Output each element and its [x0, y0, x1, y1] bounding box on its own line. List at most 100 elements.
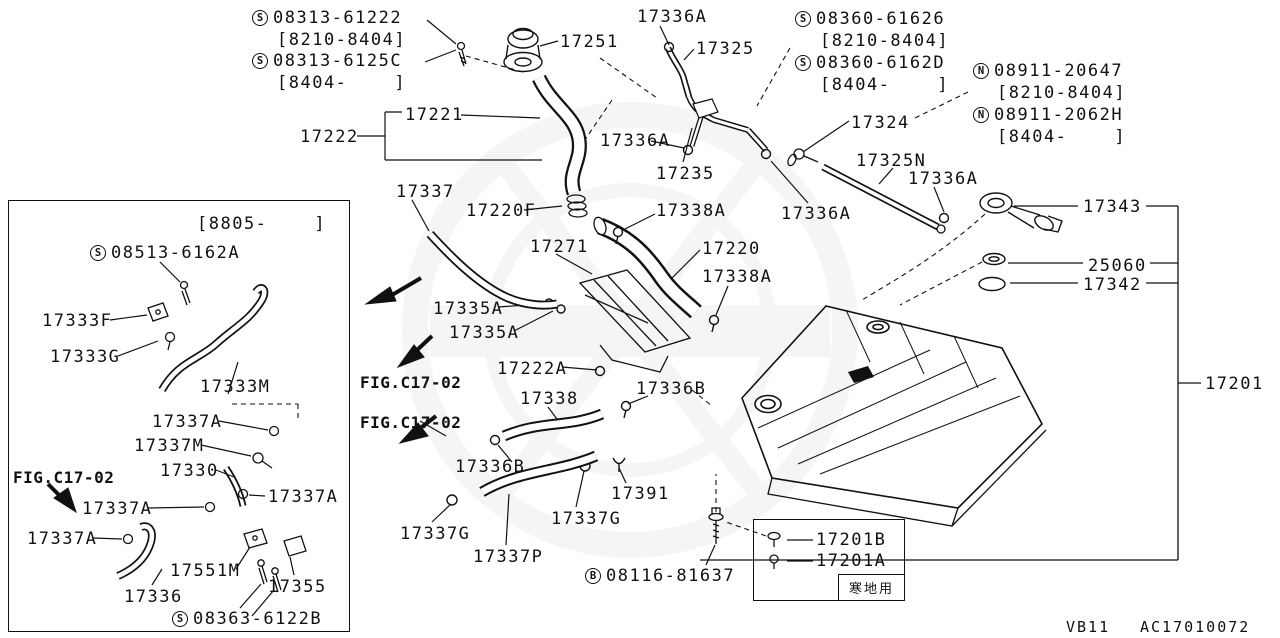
construction-lines	[232, 47, 986, 537]
label-17337a: 17337A	[82, 499, 153, 519]
inset-header: [8805- ]	[197, 214, 327, 234]
cold-climate-box	[753, 519, 905, 601]
label-17336b: 17336B	[636, 379, 707, 399]
label-17330: 17330	[160, 461, 219, 481]
label-17325: 17325	[696, 39, 755, 59]
cold-climate-label: 寒地用	[848, 582, 894, 597]
label-17221: 17221	[405, 105, 464, 125]
label-date-range: [8210-8404]	[820, 31, 950, 51]
label-17336a: 17336A	[600, 131, 671, 151]
label-17337g: 17337G	[400, 524, 471, 544]
coupling-17220F	[566, 194, 588, 218]
label-text: 08513-6162A	[111, 243, 241, 263]
circled-s-icon: S	[252, 53, 268, 69]
circled-n-icon: N	[973, 107, 989, 123]
hose-17337P	[479, 450, 599, 497]
label-n-08911-20647: N 08911-20647	[973, 62, 1123, 81]
label-17337g: 17337G	[551, 509, 622, 529]
label-17201a: 17201A	[816, 551, 887, 571]
circled-n-icon: N	[973, 63, 989, 79]
clamps-17336A	[663, 41, 950, 224]
label-25060: 25060	[1088, 256, 1147, 276]
circled-s-icon: S	[795, 11, 811, 27]
fig-reference: FIG.C17-02	[13, 468, 115, 487]
filler-hose-17222	[532, 74, 587, 196]
label-17325n: 17325N	[856, 151, 927, 171]
label-date-range: [8404- ]	[997, 127, 1127, 147]
label-text: 08360-6162D	[816, 53, 946, 73]
label-17220f: 17220F	[466, 201, 537, 221]
label-date-range: [8404- ]	[820, 75, 950, 95]
label-17201: 17201	[1205, 374, 1264, 394]
label-17235: 17235	[656, 164, 715, 184]
figure-code: AC17010072	[1140, 618, 1251, 636]
label-text: 08911-20647	[994, 61, 1124, 81]
label-date-range: [8404- ]	[277, 73, 407, 93]
cold-climate-parts	[767, 531, 781, 569]
tube-17325N	[821, 163, 946, 234]
label-17338a: 17338A	[702, 267, 773, 287]
leader-lines	[357, 19, 945, 566]
label-17335a: 17335A	[433, 299, 504, 319]
label-17335a: 17335A	[449, 323, 520, 343]
filler-inlet-17251	[503, 27, 543, 73]
label-17342: 17342	[1083, 275, 1142, 295]
reference-rail	[700, 205, 1201, 561]
label-17391: 17391	[611, 484, 670, 504]
label-17336b: 17336B	[455, 457, 526, 477]
fig-reference: FIG.C17-02	[360, 373, 462, 392]
label-17338: 17338	[520, 389, 579, 409]
label-17337m: 17337M	[134, 436, 205, 456]
hose-17337	[426, 230, 558, 310]
screw-08313-icon	[456, 41, 467, 67]
circled-b-icon: B	[585, 568, 601, 584]
vent-pipe-assembly-17235	[665, 46, 769, 153]
label-text: 08360-61626	[816, 9, 946, 29]
ring-25060	[982, 252, 1006, 266]
label-n-08911-2062h: N 08911-2062H	[973, 106, 1123, 125]
label-17337a: 17337A	[152, 412, 223, 432]
fig-reference-arrows	[46, 276, 438, 514]
inset-leader-lines	[92, 261, 295, 617]
label-17201b: 17201B	[816, 530, 887, 550]
label-date-range: [8210-8404]	[997, 83, 1127, 103]
circled-s-icon: S	[795, 55, 811, 71]
circled-s-icon: S	[172, 611, 188, 627]
fitting-17324	[787, 148, 819, 167]
label-17336a: 17336A	[908, 169, 979, 189]
label-17222: 17222	[300, 127, 359, 147]
label-17324: 17324	[851, 113, 910, 133]
label-17222a: 17222A	[497, 359, 568, 379]
label-text: 08911-2062H	[994, 105, 1124, 125]
label-17271: 17271	[530, 237, 589, 257]
gasket-17342	[978, 276, 1006, 292]
watermark-emblem	[402, 102, 858, 558]
label-17337p: 17337P	[473, 547, 544, 567]
label-17337: 17337	[396, 182, 455, 202]
label-s-08360-61626: S 08360-61626	[795, 10, 945, 29]
label-text: 08313-61222	[273, 8, 403, 28]
label-text: 08313-6125C	[273, 51, 403, 71]
inset-parts	[116, 280, 307, 593]
label-17336a: 17336A	[781, 204, 852, 224]
label-17336a: 17336A	[637, 7, 708, 27]
label-17333m: 17333M	[200, 377, 271, 397]
label-17220: 17220	[702, 239, 761, 259]
label-s-08360-6162d: S 08360-6162D	[795, 54, 945, 73]
label-s-08313-6125c: S 08313-6125C	[252, 52, 402, 71]
label-17333f: 17333F	[42, 311, 113, 331]
page-code: VB11	[1066, 618, 1111, 636]
label-17337a: 17337A	[268, 487, 339, 507]
filler-cap-17343	[979, 192, 1063, 233]
label-17551m: 17551M	[170, 561, 241, 581]
fig-reference: FIG.C17-02	[360, 413, 462, 432]
label-date-range: [8210-8404]	[277, 30, 407, 50]
label-17355: 17355	[268, 577, 327, 597]
label-17338a: 17338A	[656, 201, 727, 221]
label-17337a: 17337A	[27, 529, 98, 549]
